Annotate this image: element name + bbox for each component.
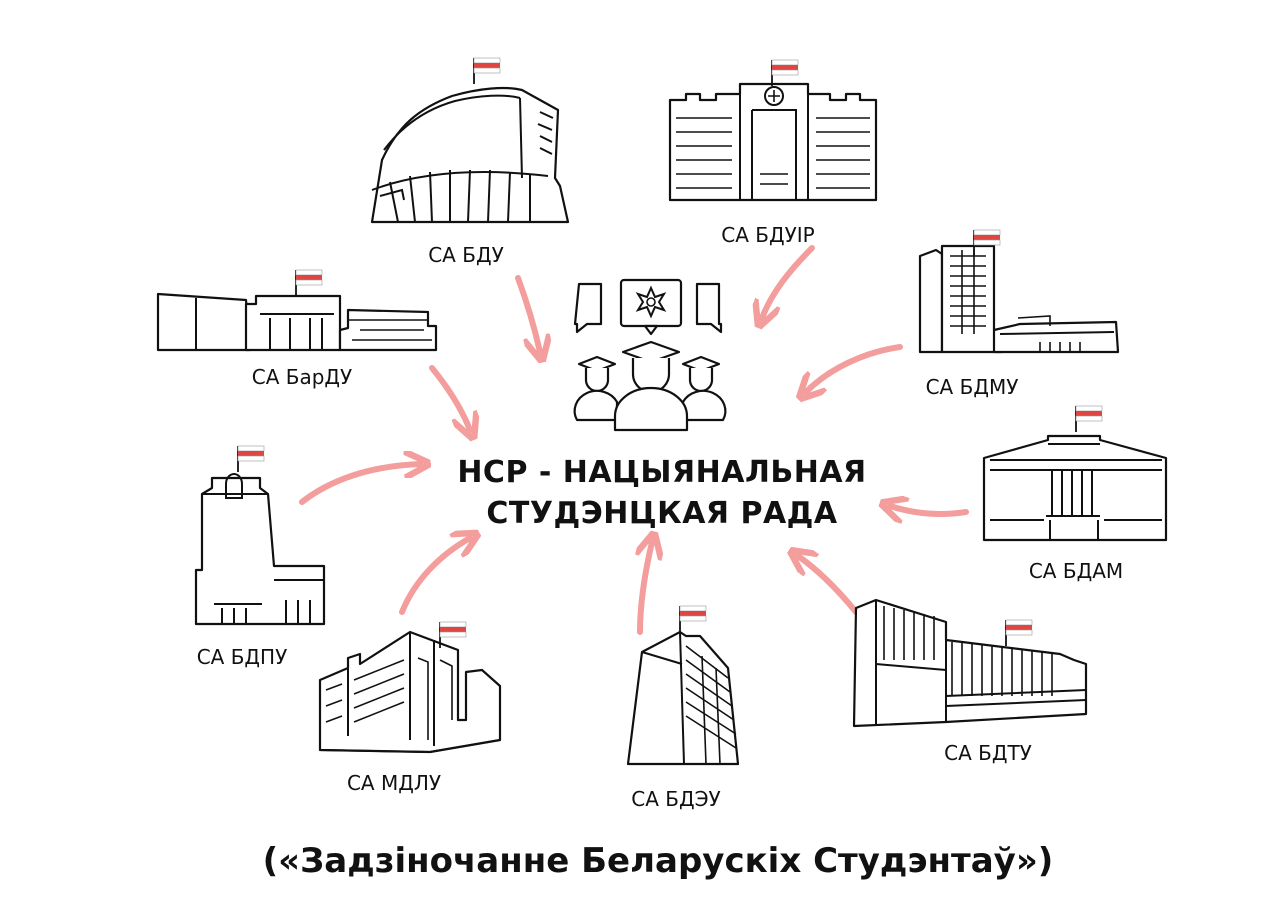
building-bdam-icon xyxy=(982,405,1168,542)
label-mdlu: СА МДЛУ xyxy=(347,771,441,795)
center-title-line2: СТУДЭНЦКАЯ РАДА xyxy=(486,496,837,531)
label-bdmu: СА БДМУ xyxy=(926,375,1019,399)
building-bdu-icon xyxy=(370,57,570,224)
building-mdlu-icon xyxy=(318,621,502,754)
building-bdeu-icon xyxy=(626,605,740,766)
arrow-bduir xyxy=(762,245,815,318)
center-title-line1: НСР - НАЦЫЯНАЛЬНАЯ xyxy=(457,455,866,490)
building-bdpu-icon xyxy=(194,445,326,626)
label-bdeu: СА БДЭУ xyxy=(631,787,721,811)
building-bdmu-icon xyxy=(918,229,1120,354)
arrow-bdu xyxy=(515,275,540,352)
label-bdtu: СА БДТУ xyxy=(944,741,1032,765)
students-council-icon xyxy=(573,278,727,432)
arrow-bdtu xyxy=(798,556,859,615)
arrow-mdlu xyxy=(399,538,470,615)
label-bdam: СА БДАМ xyxy=(1029,559,1123,583)
label-bduir: СА БДУІР xyxy=(721,223,815,247)
arrow-bdam xyxy=(890,506,969,514)
arrow-bdeu xyxy=(640,542,652,635)
label-bdpu: СА БДПУ xyxy=(197,645,288,669)
arrow-bardu xyxy=(429,365,470,430)
label-bardu: СА БарДУ xyxy=(252,365,353,389)
building-bduir-icon xyxy=(668,59,878,202)
label-bdu: СА БДУ xyxy=(428,243,504,267)
footer-caption: («Задзіночанне Беларускіх Студэнтаў») xyxy=(263,841,1054,881)
arrow-bdpu xyxy=(299,464,420,505)
building-bardu-icon xyxy=(156,269,438,352)
arrows xyxy=(299,245,969,635)
building-bdtu-icon xyxy=(852,598,1088,728)
arrow-bdmu xyxy=(806,344,903,392)
